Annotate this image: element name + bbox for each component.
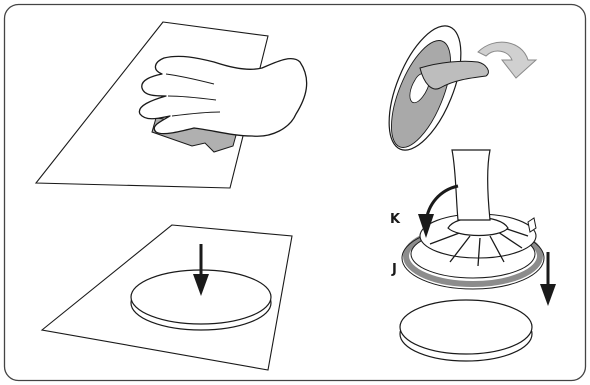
place-surface-plane [40, 224, 293, 371]
lower-disc [399, 299, 533, 355]
finger-lines [165, 73, 221, 117]
mount-spokes [429, 227, 529, 267]
peel-liner [419, 60, 489, 90]
step-peel-film [388, 25, 538, 151]
mount-down-arrowhead-icon [540, 284, 556, 306]
down-arrowhead-icon [193, 274, 209, 296]
label-k: K [390, 212, 401, 227]
clean-surface-plane [34, 21, 269, 189]
hand-icon [138, 55, 308, 137]
step-place-disc [40, 224, 293, 371]
step-attach-mount: K J [390, 149, 556, 362]
label-j: J [391, 262, 397, 277]
mount-tab [527, 217, 537, 233]
mount-stem [451, 149, 491, 221]
step-clean-surface [34, 21, 308, 189]
rotation-arrowhead-icon [418, 214, 434, 238]
curved-arrow-icon [477, 41, 538, 79]
